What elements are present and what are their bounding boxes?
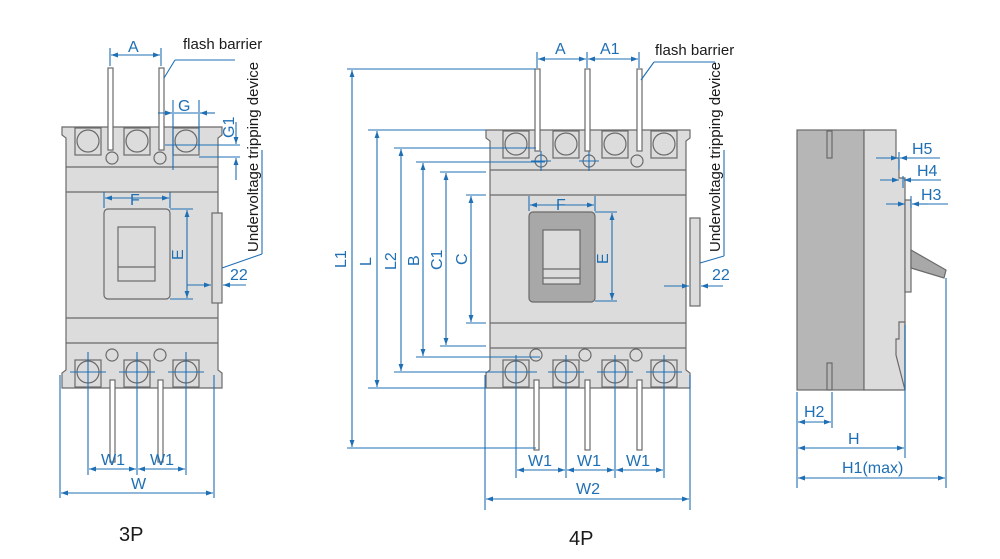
4p-dim-l: L: [358, 257, 375, 266]
side-dim-h2: H2: [804, 404, 825, 421]
side-dim-h3: H3: [921, 187, 942, 204]
4p-flash-barrier: [636, 68, 643, 152]
4p-dim-a1: A1: [600, 41, 620, 58]
3p-dim-w: W: [131, 476, 147, 493]
4p-flash-barrier: [534, 68, 541, 152]
4p-dim-c1: C1: [429, 249, 446, 270]
4p-dim-22: 22: [712, 267, 730, 284]
3p-caption: 3P: [119, 524, 143, 546]
3p-flash-barrier-label: flash barrier: [183, 36, 262, 53]
3p-undervoltage-label: Undervoltage tripping device: [245, 62, 262, 252]
4p-dim-b: B: [406, 255, 423, 266]
3p-dim-g: G: [178, 98, 190, 115]
3p-dim-g1: G1: [221, 117, 238, 138]
terminal-screw: [174, 129, 198, 153]
4p-undervoltage-label: Undervoltage tripping device: [707, 62, 724, 252]
4p-dim-l1: L1: [333, 250, 350, 268]
4p-dim-w1-c: W1: [626, 453, 650, 470]
3p-flash-barrier-bottom: [109, 379, 116, 463]
4p-dim-w1-b: W1: [577, 453, 601, 470]
mount-hole: [105, 151, 119, 165]
3p-dim-w1-right: W1: [150, 452, 174, 469]
side-dim-h: H: [848, 431, 860, 448]
4p-dim-w1-a: W1: [528, 453, 552, 470]
3p-dim-f: F: [130, 192, 140, 209]
terminal: [74, 127, 102, 156]
side-base: [796, 129, 865, 391]
side-handle-base: [904, 199, 912, 293]
side-dim-h1-max: H1(max): [842, 460, 903, 477]
4p-dim-w2: W2: [576, 481, 600, 498]
3p-undervoltage-module: [211, 212, 223, 304]
4p-top-terminals: [502, 130, 678, 168]
view-4p: A A1 flash barrier Undervoltage tripping…: [333, 41, 734, 550]
4p-dim-l2: L2: [383, 252, 400, 270]
mount-hole: [105, 348, 119, 362]
4p-flash-barrier-bottom: [584, 379, 591, 451]
terminal: [172, 127, 200, 156]
terminal: [123, 127, 151, 156]
side-cover: [863, 129, 906, 391]
3p-dim-e: E: [170, 249, 187, 260]
side-dim-h5: H5: [912, 141, 933, 158]
4p-handle: [542, 229, 581, 285]
4p-flash-barrier-bottom: [533, 379, 540, 451]
3p-handle: [117, 226, 156, 282]
3p-flash-barrier: [107, 67, 114, 151]
mount-hole: [153, 151, 167, 165]
3p-dim-22: 22: [230, 267, 248, 284]
side-slot-bottom: [826, 362, 833, 391]
4p-caption: 4P: [569, 528, 593, 550]
3p-flash-barrier-bottom: [157, 379, 164, 463]
terminal-screw: [76, 129, 100, 153]
4p-flash-barrier: [584, 68, 591, 152]
4p-dim-a: A: [555, 41, 566, 58]
4p-dim-e: E: [595, 253, 612, 264]
4p-flash-barrier-label: flash barrier: [655, 42, 734, 59]
3p-flash-barrier: [158, 67, 165, 151]
terminal-screw: [125, 129, 149, 153]
side-handle-lever: [910, 248, 947, 279]
4p-undervoltage-module: [689, 217, 701, 307]
side-dim-h4: H4: [917, 163, 938, 180]
view-3p: A flash barrier G G1 Undervoltage trippi…: [59, 36, 263, 546]
view-side: H5 H4 H3 H2 H H1(max): [796, 129, 948, 488]
4p-flash-barrier-bottom: [636, 379, 643, 451]
4p-dim-c: C: [454, 253, 471, 265]
3p-top-terminals: [74, 127, 200, 165]
mount-hole: [153, 348, 167, 362]
4p-dim-f: F: [556, 197, 566, 214]
side-slot-top: [826, 130, 833, 159]
3p-dim-a: A: [128, 39, 139, 56]
3p-dim-w1-left: W1: [101, 452, 125, 469]
